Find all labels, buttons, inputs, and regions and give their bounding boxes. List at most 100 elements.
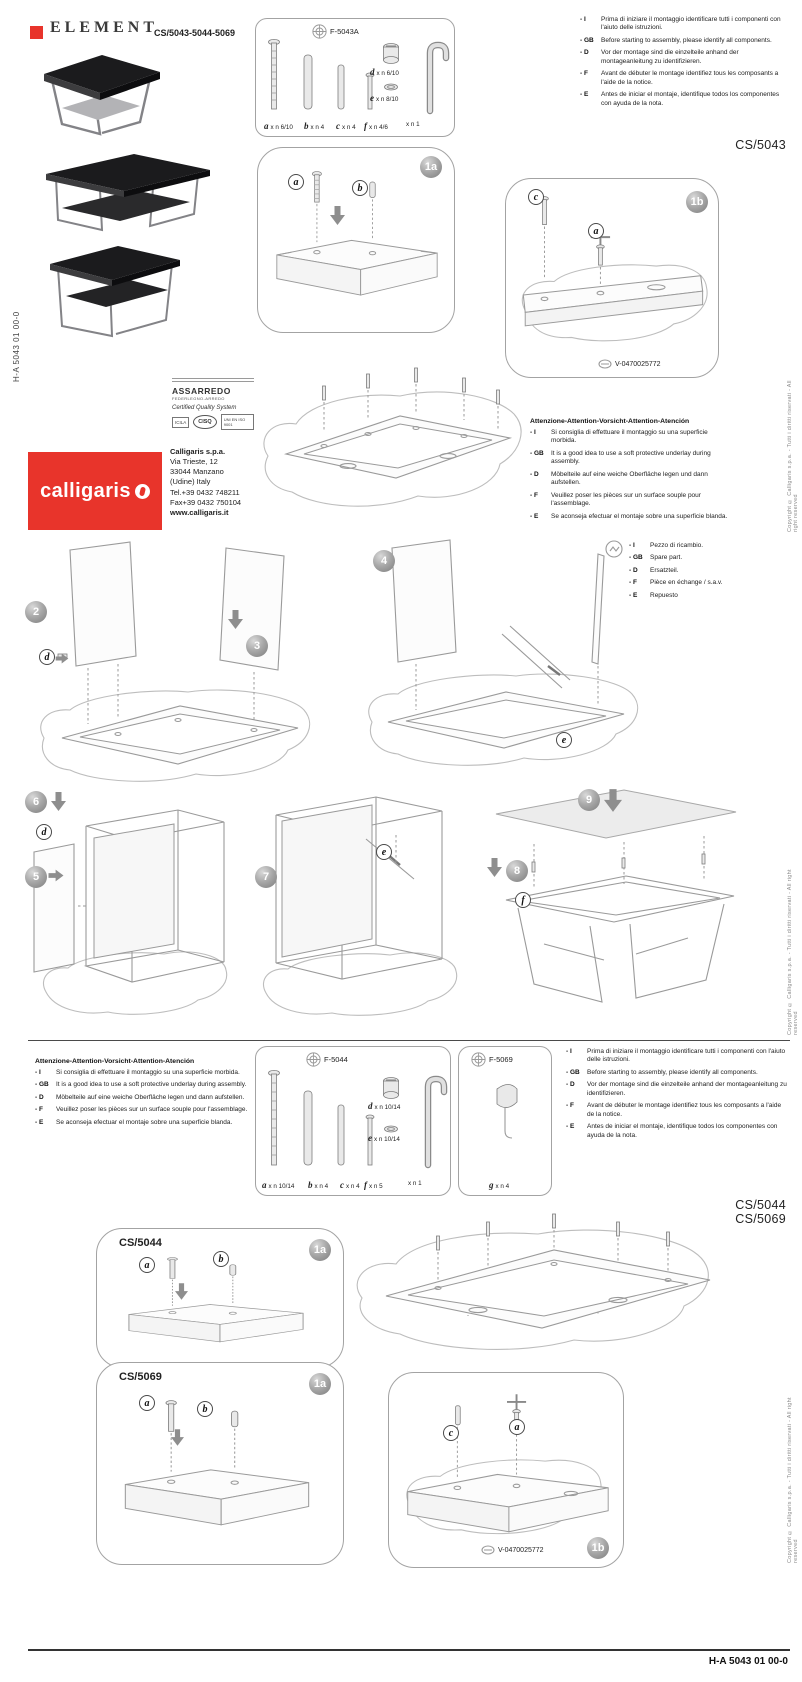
parts-drawing-cs5044 [268,1070,448,1169]
calligaris-logo: calligaris [28,452,162,530]
callout-b: b [352,180,368,196]
detail-bubble-1b: 1b c a V-0470025772 [505,178,719,378]
note-item: - GB Before starting to assembly, please … [580,37,790,45]
step-badge-1b: 1b [686,191,708,213]
footer-divider [28,1649,790,1651]
attention-title: Attenzione-Attention-Vorsicht-Attention-… [530,418,690,425]
note-text: Antes de iniciar el montaje, identifique… [601,91,780,107]
section-divider [28,1040,790,1041]
document-code-vertical: H-A 5043 01 00-0 [12,311,21,382]
down-arrow [487,858,502,877]
note-text: Before starting to assembly, please iden… [601,36,772,44]
copyright-vertical: Copyright © Calligaris s.p.a. - Tutti i … [787,869,799,1035]
kit-label-row: F-5069 [471,1052,513,1067]
step-badge-3: 3 [246,635,268,657]
spare-part-code: V-0470025772 [481,1545,544,1555]
note-lang: - E [580,91,589,99]
company-tel: Tel.+39 0432 748211 [170,487,240,497]
company-address: Calligaris s.p.a. Via Trieste, 12 33044 … [170,447,256,518]
down-arrow [171,1429,184,1446]
company-street: Via Trieste, 12 [170,457,218,467]
note-lang: - GB [580,36,594,44]
icila-logo: ICILA [172,416,190,428]
allen-key-icon [426,41,450,115]
step-badge-1a: 1a [420,156,442,178]
callout-b: b [213,1251,229,1267]
callout-e: e [376,844,392,860]
down-arrow [228,610,243,629]
callout-d: d [39,649,55,665]
note-text: Prima di iniziare il montaggio identific… [601,16,781,32]
part-qty-key: x n 1 [408,1180,422,1187]
callout-a: a [139,1257,155,1273]
corner-underside-drawing [406,1394,609,1535]
frame-on-underlay-drawing [263,367,522,507]
note-text: Avant de débuter le montage identifiez t… [601,70,779,86]
copyright-vertical: Copyright © Calligaris s.p.a. - Tutti i … [787,380,799,532]
spare-part-code: V-0470025772 [598,359,661,369]
rail-assembly-drawing [521,196,708,342]
cam-part-icon [383,43,399,64]
right-arrow [48,869,64,882]
detail-bubble-1b: c a V-0470025772 1b [388,1372,624,1568]
calligaris-logo-mark [134,483,150,499]
step-badge-1a: 1a [309,1239,331,1261]
section-model-label: CS/5043 [735,138,786,152]
model-codes: CS/5043-5044-5069 [154,28,236,38]
assembly-drawing-steps-5-6 [33,809,228,1015]
callout-f: f [515,892,531,908]
kit-code: F-5044 [324,1055,348,1064]
detail-bubble-cs5044-1a: CS/5044 1a a b [96,1228,344,1368]
screw-head-icon [471,1052,486,1067]
assembly-drawing-step-7 [262,796,458,1016]
step-badge-1a: 1a [309,1373,331,1395]
note-lang: - F [580,70,588,78]
assarredo-name: ASSARREDO [172,386,231,396]
brand-red-square [30,26,43,39]
product-image-coffee-table [44,55,160,136]
company-country: (Udine) Italy [170,477,211,487]
kit-code: F-5069 [489,1055,513,1064]
callout-d: d [36,824,52,840]
down-arrow [175,1283,188,1300]
callout-c: c [443,1425,459,1441]
part-code-label: V-0470025772 [615,360,661,368]
cert-logos: ICILA CISQ UNI EN ISO 9001 [172,414,254,430]
section-model-label: CS/5044 [735,1198,786,1212]
step-badge-2: 2 [25,601,47,623]
step-badge-7: 7 [255,866,277,888]
step-badge-5: 5 [25,866,47,888]
callout-a: a [588,223,604,239]
step-badge-6: 6 [25,791,47,813]
callout-a: a [288,174,304,190]
iso-logo: UNI EN ISO 9001 [220,414,254,430]
right-arrow-small [55,653,69,664]
callout-a: a [509,1419,525,1435]
corner-assembly-drawing [276,171,438,296]
cam-part-icon [383,1077,399,1099]
kit-label-row: F-5043A [312,24,359,39]
page-title: ELEMENT [50,19,159,36]
